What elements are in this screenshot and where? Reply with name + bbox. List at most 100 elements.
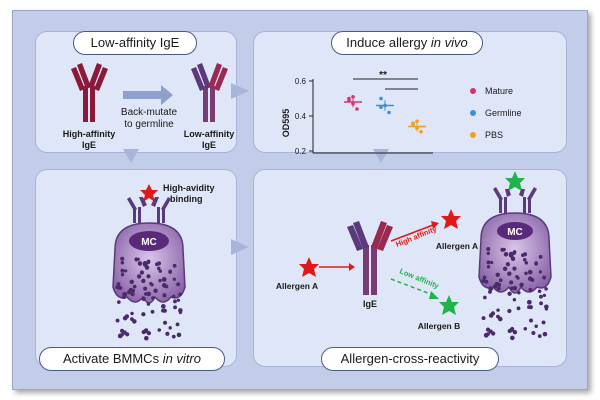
arrow-right-bottom: [231, 239, 249, 255]
granule: [516, 306, 521, 311]
granule: [146, 291, 152, 297]
granule: [507, 328, 512, 334]
arrow-right-top: [231, 83, 249, 99]
granule: [488, 313, 494, 318]
granule: [486, 246, 491, 252]
granule: [527, 276, 533, 282]
granule: [151, 296, 155, 300]
bound-ige-right-icon: [493, 187, 537, 213]
granule: [120, 272, 125, 277]
granule: [144, 335, 149, 341]
legend: Mature Germline PBS: [470, 86, 522, 140]
granule: [512, 266, 517, 271]
granule: [178, 310, 183, 315]
granule: [482, 275, 487, 280]
granule: [162, 293, 167, 298]
granule: [523, 258, 527, 262]
granule: [488, 286, 494, 292]
y-axis-label: OD595: [281, 109, 291, 138]
granule: [125, 332, 130, 337]
granule: [142, 260, 148, 266]
granule: [172, 277, 176, 281]
allergen-a-left-icon: [299, 257, 319, 277]
allergen-b-icon: [439, 295, 459, 315]
granule: [149, 281, 153, 286]
granule: [171, 334, 176, 339]
granule: [178, 292, 182, 297]
high-affinity-ige-label-1: High-affinity: [63, 129, 116, 139]
granule: [528, 287, 533, 292]
granule: [512, 285, 518, 291]
granule: [141, 278, 146, 284]
title-activate-italic: in vitro: [162, 351, 201, 366]
granule: [539, 294, 543, 299]
legend-dot-mature: [470, 88, 476, 94]
bound-ige-icon: [127, 197, 171, 223]
allergen-b-on-cell-icon: [505, 171, 525, 191]
granule: [146, 274, 151, 279]
figure-frame: Low-affinity IgE Induce allergy in vivo …: [12, 10, 588, 390]
granule: [534, 324, 538, 328]
low-affinity-label: Low affinity: [398, 267, 441, 291]
granule: [524, 271, 528, 276]
high-affinity-arrow: [390, 224, 434, 242]
granule: [496, 314, 500, 319]
low-affinity-ige-icon: [191, 63, 228, 122]
legend-label-germline: Germline: [485, 108, 522, 118]
granule: [158, 269, 163, 273]
granule: [527, 305, 531, 309]
data-point-pbs: [419, 129, 423, 134]
granule: [153, 288, 158, 293]
ige-icon: [347, 221, 393, 295]
granule: [517, 291, 521, 295]
granule: [172, 263, 177, 268]
binding-label-1: High-avidity: [163, 183, 215, 193]
mast-cell-right-label: MC: [507, 227, 523, 238]
data-point-mature: [347, 98, 351, 103]
granules-right: [481, 246, 549, 341]
mast-cell-label: MC: [141, 237, 157, 248]
granule: [137, 261, 143, 266]
legend-label-pbs: PBS: [485, 130, 503, 140]
granule: [130, 311, 134, 316]
granule: [155, 262, 159, 267]
granule: [122, 295, 126, 300]
granule: [120, 333, 124, 337]
granule: [141, 312, 146, 317]
granule: [173, 305, 178, 310]
granule: [508, 251, 514, 257]
cross-reactivity-diagram: Allergen A IgE High affinity Allergen A …: [276, 171, 552, 341]
granule: [136, 274, 142, 279]
granule: [176, 282, 181, 287]
granule: [541, 320, 546, 325]
mast-cell-nucleus: [129, 231, 169, 251]
granule: [507, 271, 512, 276]
granule: [118, 286, 123, 290]
granule: [529, 318, 534, 323]
back-mutate-label-1: Back-mutate: [121, 107, 178, 118]
granule: [132, 284, 137, 289]
granule: [150, 309, 155, 314]
granule: [537, 289, 542, 294]
granule: [165, 331, 170, 336]
data-point-germline: [379, 105, 383, 110]
granule: [486, 251, 491, 256]
granule: [481, 316, 486, 321]
granule: [122, 315, 128, 321]
legend-dot-pbs: [470, 132, 476, 138]
granule: [141, 330, 146, 335]
granule: [136, 257, 140, 261]
granule: [120, 260, 125, 265]
granule: [171, 294, 176, 299]
granule: [168, 270, 173, 274]
mast-cell-right-nucleus: [497, 222, 533, 240]
granule: [542, 331, 548, 337]
granule: [539, 301, 544, 306]
od595-chart: OD595 0.20.40.6 ** Mature Germline PBS: [281, 70, 522, 156]
granule: [538, 254, 543, 259]
y-ticks: 0.20.40.6: [295, 77, 313, 156]
granule: [144, 292, 148, 296]
granule: [176, 298, 181, 302]
granule: [531, 330, 536, 336]
y-tick-label: 0.6: [295, 77, 307, 86]
